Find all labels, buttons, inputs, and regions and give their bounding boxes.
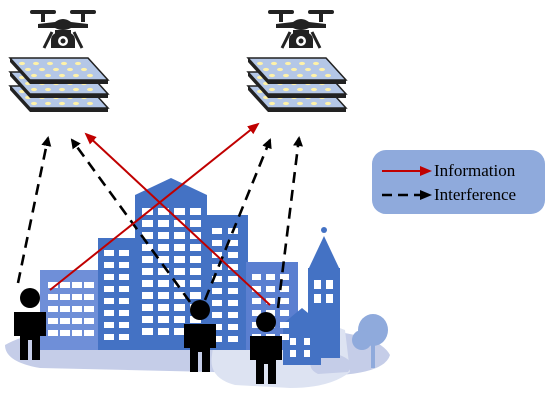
building-windows [48,208,333,357]
person-icon [14,288,46,360]
legend-information-label: Information [434,161,516,180]
interference-link [16,136,52,284]
dashed-arrow-icon [382,190,432,200]
red-arrow-icon [382,166,432,176]
signal-links [16,122,303,309]
ris-panel-icon [8,57,110,112]
legend-interference-label: Interference [434,185,517,204]
interference-link [70,138,192,303]
interference-link [203,138,272,301]
ris-panel-icon [246,57,348,112]
legend-item-interference: Interference [372,184,545,206]
information-link [49,122,260,291]
person-icon [184,300,216,372]
interference-link [276,136,303,309]
tree [352,314,388,368]
building [98,238,138,350]
person-icon [250,312,282,384]
information-link [84,132,271,306]
building [283,325,321,365]
drone-icon [30,10,96,49]
legend-box: Information Interference [372,150,545,214]
drone-icon [268,10,334,49]
legend-item-information: Information [372,160,545,182]
